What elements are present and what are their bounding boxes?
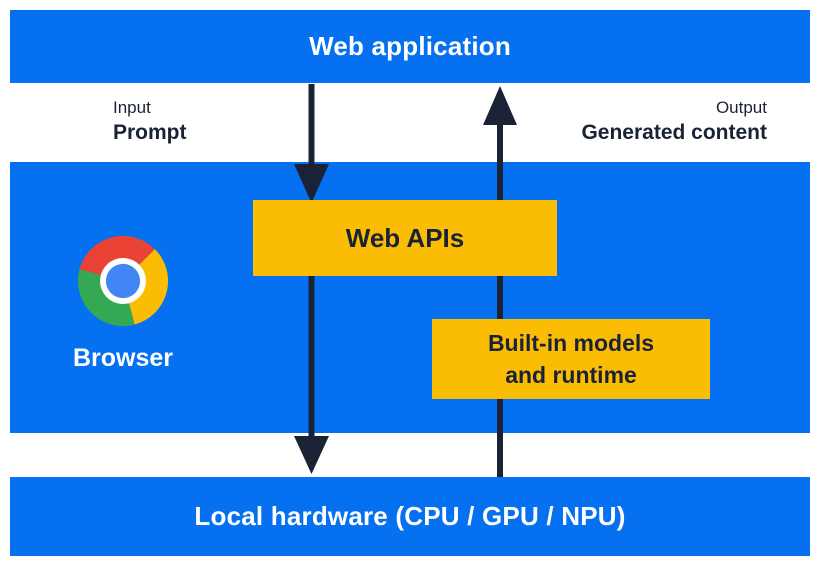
input-value: Prompt — [113, 121, 187, 144]
chrome-icon — [78, 236, 168, 326]
web-application-label: Web application — [309, 31, 511, 61]
web-apis-box: Web APIs — [253, 200, 557, 276]
input-arrow-top-icon — [294, 84, 329, 203]
output-value: Generated content — [581, 121, 767, 144]
builtin-models-line2: and runtime — [505, 362, 637, 388]
input-title: Input — [113, 98, 151, 117]
input-label-block: Input Prompt — [113, 97, 187, 146]
input-arrow-bottom-icon — [294, 276, 329, 474]
builtin-models-line1: Built-in models — [487, 330, 655, 356]
web-apis-label: Web APIs — [345, 222, 465, 253]
output-label-block: Output Generated content — [581, 97, 767, 146]
output-title: Output — [715, 98, 767, 117]
builtin-models-box: Built-in models and runtime — [432, 319, 710, 399]
web-application-bar: Web application — [10, 10, 810, 83]
local-hardware-label: Local hardware (CPU / GPU / NPU) — [194, 501, 626, 531]
local-hardware-bar: Local hardware (CPU / GPU / NPU) — [10, 477, 810, 556]
output-arrow-icon — [483, 86, 517, 477]
browser-label: Browser — [72, 344, 174, 372]
